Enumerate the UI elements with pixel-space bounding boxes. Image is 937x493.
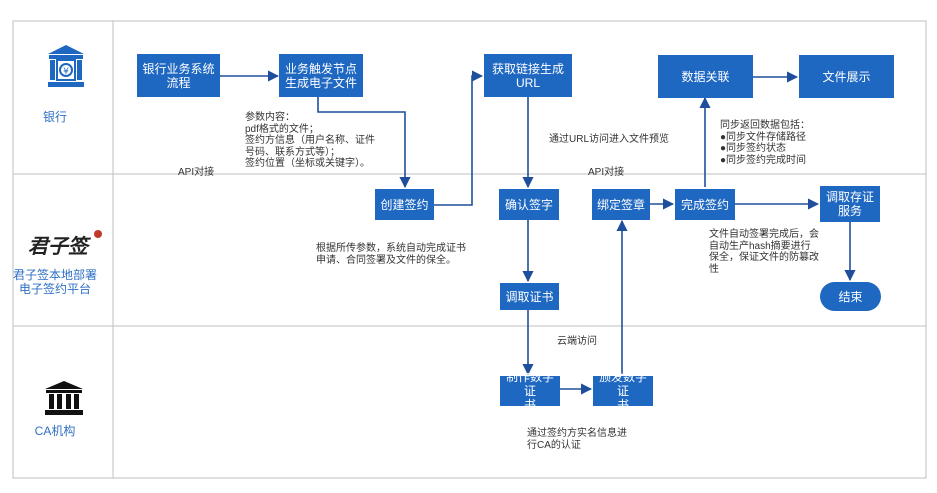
node-text: 创建签约 [380, 197, 429, 212]
node-file-show: 文件展示 [799, 55, 894, 98]
node-text: 业务触发节点 [284, 61, 357, 76]
lane-label-platform-line: 电子签约平台 [18, 282, 91, 296]
node-text: 确认签字 [504, 197, 553, 212]
note-api-2: API对接 [588, 167, 624, 179]
note-line: 文件自动签署完成后，会 [709, 229, 819, 240]
note-line: API对接 [178, 167, 215, 178]
note-auto-hash: 文件自动签署完成后，会 自动生产hash摘要进行 保全，保证文件的防篡改 性 [709, 229, 819, 275]
lane-label-ca: CA机构 [34, 424, 76, 438]
junziqian-logo: 君子签 [28, 230, 104, 258]
node-text: 文件展示 [822, 69, 871, 84]
note-cloud: 云端访问 [557, 336, 597, 348]
node-complete-sign: 完成签约 [675, 189, 735, 220]
node-text: 书 [523, 398, 536, 412]
note-api-1: API对接 [178, 167, 214, 179]
node-text: 调取证书 [505, 289, 554, 304]
swimlane-frame [12, 20, 927, 479]
note-ca-auth: 通过签约方实名信息进 行CA的认证 [527, 428, 627, 451]
node-fetch-evidence: 调取存证服务 [820, 186, 880, 222]
note-line: 自动生产hash摘要进行 [709, 240, 811, 252]
lane-label-platform-line: 君子签本地部署 [12, 268, 97, 282]
node-text: 绑定签章 [596, 197, 645, 212]
note-line: 性 [709, 263, 719, 275]
note-params: 参数内容： pdf格式的文件； 签约方信息（用户名称、证件 号码、联系方式等）；… [245, 112, 375, 170]
node-text: URL [515, 75, 540, 90]
note-line: API对接 [588, 167, 625, 178]
institution-columns-icon [45, 381, 83, 415]
note-line: 通过签约方实名信息进 [527, 428, 627, 439]
node-text: 颁发数字证 [598, 370, 647, 398]
note-line: 保全，保证文件的防篡改 [709, 252, 819, 263]
node-create-sign: 创建签约 [375, 189, 434, 220]
node-issue-cert: 颁发数字证书 [593, 370, 653, 412]
node-text: 完成签约 [680, 197, 729, 212]
note-line: 签约方信息（用户名称、证件 [245, 135, 375, 146]
node-text: 服务 [837, 204, 862, 218]
node-bank-flow: 银行业务系统流程 [137, 54, 220, 97]
note-line: 同步返回数据包括： [720, 120, 810, 131]
lane-label-platform: 君子签本地部署 电子签约平台 [0, 268, 110, 296]
note-line: pdf格式的文件； [245, 123, 319, 135]
note-auto-cert: 根据所传参数，系统自动完成证书 申请、合同签署及文件的保全。 [316, 243, 466, 266]
node-text: 调取存证 [825, 190, 874, 204]
node-text: 书 [616, 398, 629, 412]
note-line: 签约位置（坐标或关键字）。 [245, 158, 370, 169]
arrow-trigger-to-create [317, 97, 411, 189]
note-url-preview: 通过URL访问进入文件预览 [549, 134, 669, 146]
node-text: 获取链接生成 [491, 61, 564, 76]
svg-text:¥: ¥ [63, 67, 69, 77]
node-text: 生成电子文件 [284, 75, 357, 90]
note-line: 根据所传参数，系统自动完成证书 [316, 243, 466, 254]
note-line: ●同步签约完成时间 [720, 154, 807, 166]
node-text: 流程 [166, 75, 191, 90]
note-line: 号码、联系方式等）； [245, 146, 340, 158]
node-confirm-sign: 确认签字 [499, 189, 559, 220]
lane-label-bank: 银行 [42, 110, 67, 124]
node-trigger: 业务触发节点生成电子文件 [279, 54, 363, 97]
node-text: 数据关联 [681, 69, 730, 84]
node-make-cert: 制作数字证书 [500, 370, 560, 412]
node-fetch-cert: 调取证书 [500, 283, 559, 310]
node-end: 结束 [820, 282, 881, 311]
node-data-link: 数据关联 [658, 55, 753, 98]
node-text: 银行业务系统 [142, 61, 215, 76]
node-bind-seal: 绑定签章 [592, 189, 650, 220]
note-line: 申请、合同签署及文件的保全。 [316, 254, 456, 266]
note-line: 云端访问 [557, 336, 597, 347]
note-line: ●同步文件存储路径 [720, 131, 807, 143]
note-line: ●同步签约状态 [720, 143, 787, 154]
bank-building-icon: ¥ [48, 45, 84, 87]
node-text: 结束 [838, 289, 863, 304]
note-line: 参数内容： [245, 112, 295, 123]
note-sync: 同步返回数据包括： ●同步文件存储路径 ●同步签约状态 ●同步签约完成时间 [720, 120, 810, 166]
note-line: 行CA的认证 [527, 439, 581, 451]
node-text: 制作数字证 [505, 370, 554, 398]
note-line: 通过URL访问进入文件预览 [549, 134, 670, 145]
arrow-create-to-geturl [434, 70, 484, 206]
